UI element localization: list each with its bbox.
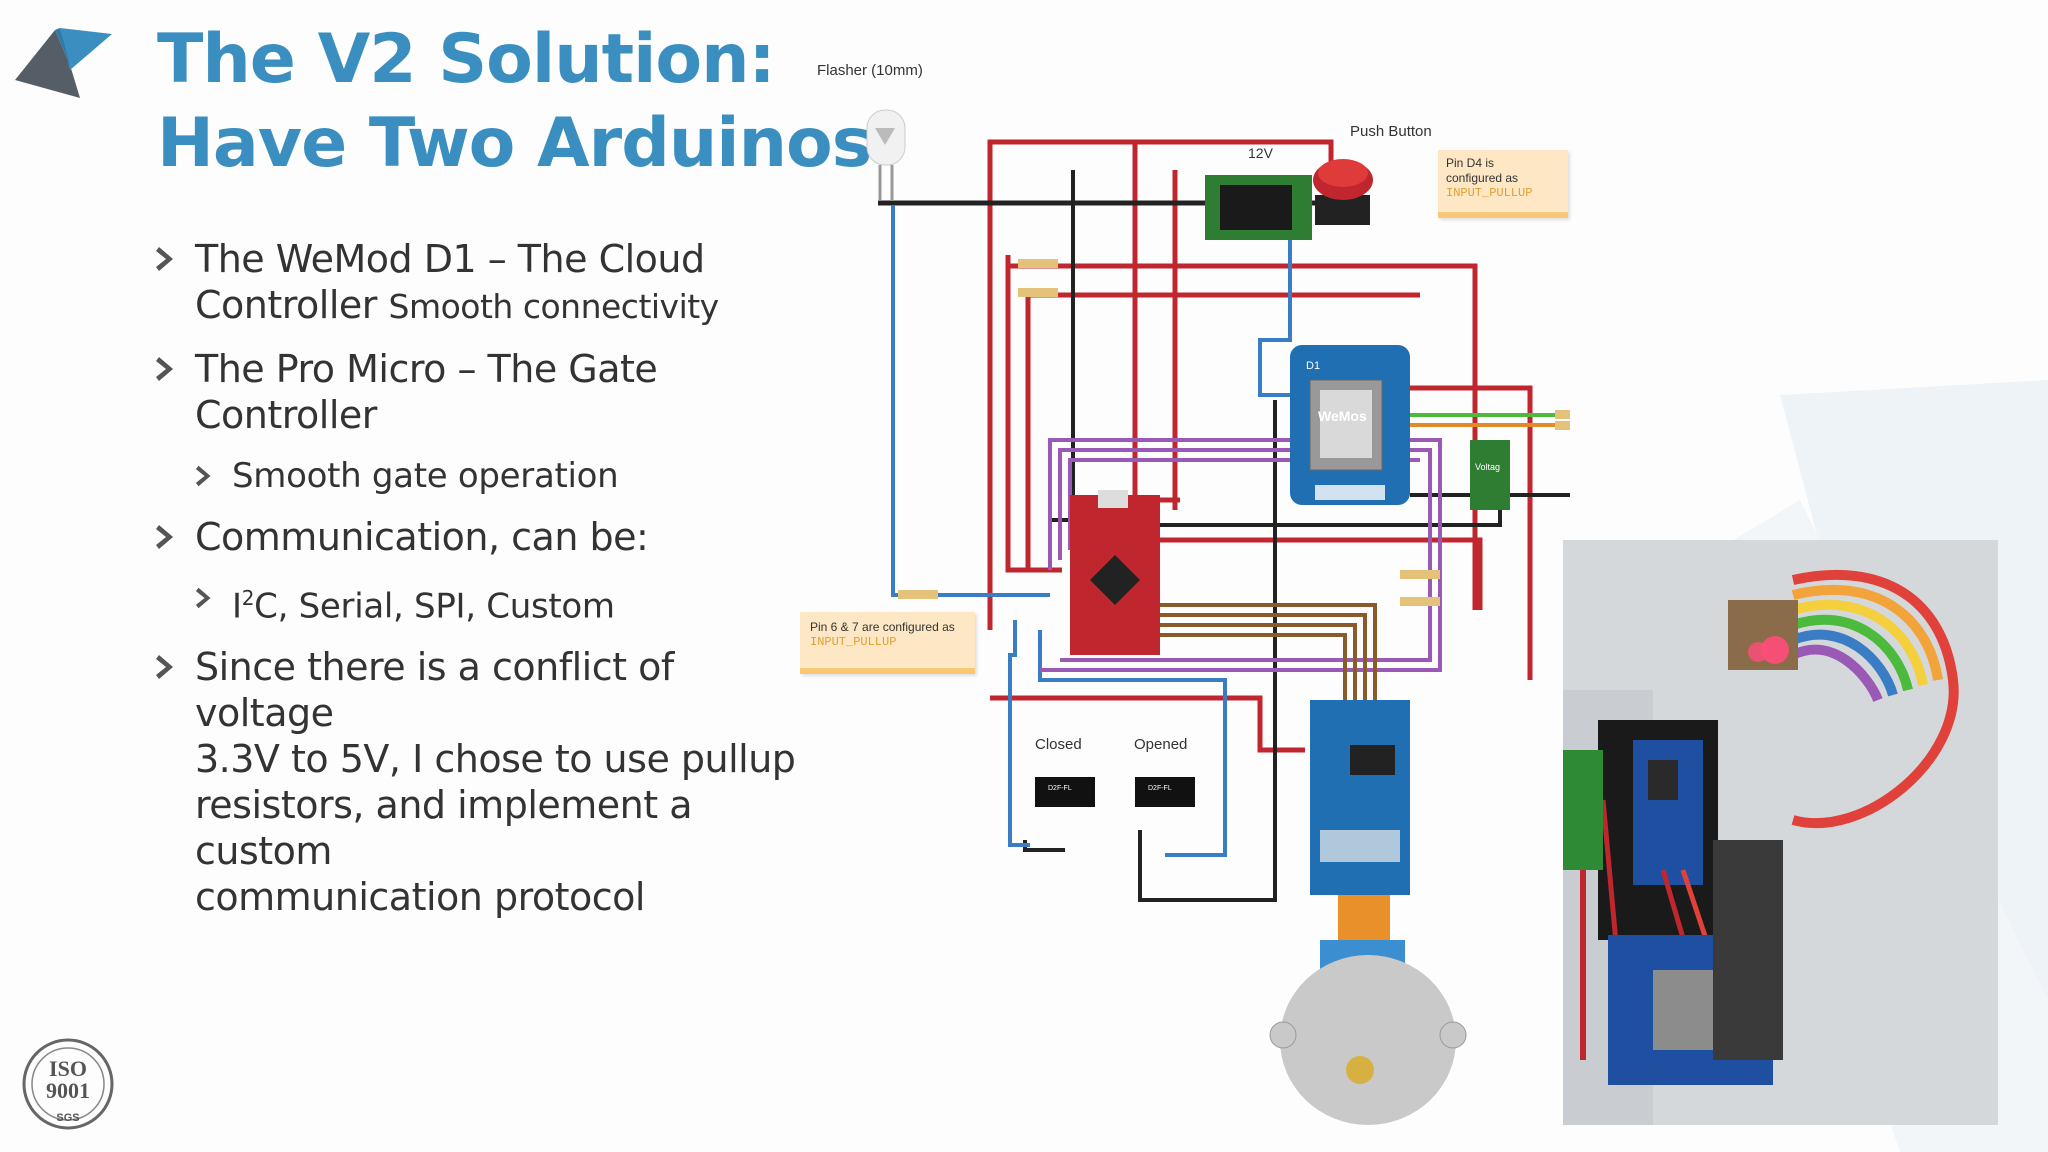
company-logo: [15, 28, 112, 98]
chevron-right-icon: [195, 587, 211, 609]
d1-text: D1: [1306, 360, 1321, 372]
note-d4: Pin D4 is configured as INPUT_PULLUP: [1438, 150, 1568, 218]
wemos-d1-board: [1290, 345, 1410, 505]
bullet-voltage-line-3: resistors, and implement a custom: [195, 783, 693, 874]
chevron-right-icon: [156, 525, 173, 549]
bullet-communication: Communication, can be:: [155, 514, 815, 560]
button-label: Push Button: [1350, 123, 1432, 140]
sub-bullet-gate-text: Smooth gate operation: [232, 456, 619, 496]
bullet-voltage-line-1: Since there is a conflict of voltage: [195, 645, 674, 736]
bullet-list: The WeMod D1 – The Cloud Controller Smoo…: [155, 236, 815, 936]
note-pins-line-1: Pin 6 & 7 are configured as: [810, 620, 955, 634]
slide-title: The V2 Solution: Have Two Arduinos: [157, 18, 872, 186]
stepper-driver-board: [1310, 700, 1410, 895]
note-d4-line-3: INPUT_PULLUP: [1446, 186, 1533, 200]
hardware-photo: [1563, 540, 1998, 1125]
wiring-diagram: [866, 109, 1570, 1125]
bullet-wemod-text: The WeMod D1 – The Cloud: [195, 237, 705, 281]
voltage-text: Voltag: [1475, 462, 1501, 472]
note-pins: Pin 6 & 7 are configured as INPUT_PULLUP: [800, 612, 975, 674]
bullet-promicro: The Pro Micro – The Gate Controller: [155, 346, 815, 438]
iso-bottom: 9001: [46, 1078, 90, 1103]
pro-micro-board: [1070, 490, 1160, 655]
bullet-communication-text: Communication, can be:: [195, 515, 649, 559]
stepper-motor: [1269, 895, 1467, 1125]
iso-9001-badge: ISO 9001 SGS: [18, 1038, 118, 1130]
switch-text-opened: D2F-FL: [1148, 785, 1172, 792]
title-line-2: Have Two Arduinos: [157, 104, 872, 183]
note-d4-line-1: Pin D4 is: [1446, 156, 1495, 170]
title-line-1: The V2 Solution:: [157, 20, 776, 99]
chevron-right-icon: [156, 655, 173, 680]
push-button: [1313, 159, 1373, 225]
closed-label: Closed: [1035, 736, 1082, 753]
resistor-group: [898, 259, 1570, 606]
bullet-wemod-small: Smooth connectivity: [388, 287, 720, 326]
limit-switches: [1035, 777, 1195, 807]
bullet-voltage: Since there is a conflict of voltage 3.3…: [155, 644, 815, 920]
note-d4-line-2: configured as: [1446, 171, 1519, 185]
iso-mark: SGS: [56, 1112, 80, 1124]
chevron-right-icon: [195, 465, 211, 487]
opened-label: Opened: [1134, 736, 1188, 753]
bullet-voltage-line-4: communication protocol: [195, 875, 645, 920]
sub-bullet-protocols: I2C, Serial, SPI, Custom: [115, 576, 815, 628]
iso-top: ISO: [49, 1056, 87, 1081]
flasher-led: [866, 109, 906, 200]
voltage-converter: [1470, 440, 1510, 510]
power-label: 12V: [1248, 145, 1273, 161]
chevron-right-icon: [156, 357, 173, 381]
protocols-rest: C, Serial, SPI, Custom: [254, 586, 615, 627]
wemos-text: WeMos: [1318, 408, 1367, 424]
bullet-wemod: The WeMod D1 – The Cloud Controller Smoo…: [155, 236, 815, 330]
chevron-right-icon: [156, 247, 173, 271]
note-pins-line-2: INPUT_PULLUP: [810, 635, 897, 649]
sub-bullet-gate: Smooth gate operation: [115, 454, 815, 498]
bullet-voltage-line-2: 3.3V to 5V, I chose to use pullup: [195, 737, 796, 782]
power-jack: [1205, 175, 1312, 240]
protocols-sup: 2: [241, 586, 255, 610]
switch-text-closed: D2F-FL: [1048, 785, 1072, 792]
flasher-label: Flasher (10mm): [817, 62, 923, 79]
bullet-wemod-text-2: Controller: [195, 283, 377, 327]
bullet-promicro-text: The Pro Micro – The Gate Controller: [195, 347, 658, 437]
protocols-prefix: I: [232, 586, 242, 627]
